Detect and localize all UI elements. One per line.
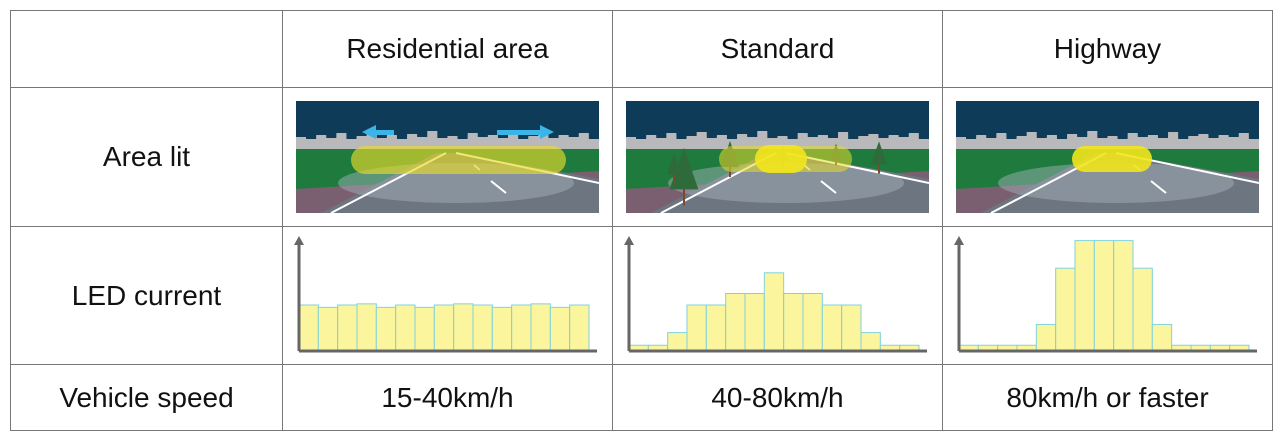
- tree-trunk: [673, 171, 675, 183]
- current-bar: [510, 304, 532, 352]
- current-bar: [1132, 267, 1153, 352]
- y-axis-arrow-icon: [623, 236, 634, 245]
- tree-icon: [669, 147, 699, 190]
- current-bar: [802, 293, 823, 352]
- current-bar: [1074, 240, 1095, 352]
- residential-scene-image: [296, 101, 599, 213]
- current-bar: [1035, 324, 1056, 352]
- current-bar: [452, 303, 474, 352]
- current-bar: [860, 332, 881, 352]
- light-beam: [351, 146, 566, 174]
- current-bar: [705, 304, 726, 352]
- light-beam-center: [1072, 146, 1152, 172]
- city-skyline: [956, 131, 1259, 151]
- current-bar: [433, 304, 454, 352]
- current-bar: [530, 303, 551, 352]
- left-arrow-icon: [362, 125, 394, 139]
- current-bar: [1112, 240, 1134, 352]
- standard-scene-image: [626, 101, 929, 213]
- current-bar: [394, 304, 415, 352]
- right-arrow-icon: [497, 125, 554, 139]
- current-bar: [414, 306, 435, 352]
- speed-highway: 80km/h or faster: [942, 364, 1273, 431]
- tree-icon: [666, 153, 682, 175]
- current-bar: [666, 332, 688, 352]
- city-skyline: [626, 131, 929, 151]
- row-label-vehicle-speed: Vehicle speed: [10, 364, 283, 431]
- current-bar: [782, 293, 804, 352]
- y-axis-arrow-icon: [953, 236, 964, 245]
- current-bar: [1093, 240, 1114, 352]
- current-bar: [1054, 267, 1075, 352]
- header-standard: Standard: [612, 10, 943, 88]
- highway-led-current-chart: [953, 236, 1257, 353]
- standard-led-current-chart: [623, 236, 927, 353]
- current-bar: [821, 304, 842, 352]
- current-bar: [724, 293, 745, 352]
- current-bar: [317, 306, 338, 352]
- tree-icon: [870, 141, 888, 165]
- light-beam-center: [755, 145, 807, 173]
- header-highway: Highway: [942, 10, 1273, 88]
- header-residential: Residential area: [282, 10, 613, 88]
- current-bar: [686, 304, 707, 352]
- highway-scene-image: [956, 101, 1259, 213]
- current-bar: [840, 304, 862, 352]
- speed-standard: 40-80km/h: [612, 364, 943, 431]
- lane-dash: [1150, 180, 1167, 194]
- current-bar: [472, 304, 493, 352]
- current-bar: [375, 306, 396, 352]
- current-bar: [568, 304, 589, 352]
- residential-led-current-chart: [293, 236, 597, 353]
- lane-dash: [490, 180, 507, 194]
- header-empty: [10, 10, 283, 88]
- current-bar: [763, 272, 784, 352]
- tree-trunk: [683, 183, 685, 206]
- tree-trunk: [878, 161, 880, 174]
- current-bar: [744, 293, 765, 352]
- current-bar: [1151, 324, 1172, 352]
- near-light-pool: [668, 163, 904, 203]
- near-light-pool: [998, 163, 1234, 203]
- current-bar: [298, 304, 319, 352]
- current-bar: [491, 306, 512, 352]
- speed-residential: 15-40km/h: [282, 364, 613, 431]
- current-bar: [356, 303, 377, 352]
- y-axis-arrow-icon: [293, 236, 304, 245]
- lane-dash: [820, 180, 837, 194]
- row-label-led-current: LED current: [10, 226, 283, 365]
- current-bar: [549, 306, 570, 352]
- row-label-area-lit: Area lit: [10, 87, 283, 227]
- current-bar: [336, 304, 358, 352]
